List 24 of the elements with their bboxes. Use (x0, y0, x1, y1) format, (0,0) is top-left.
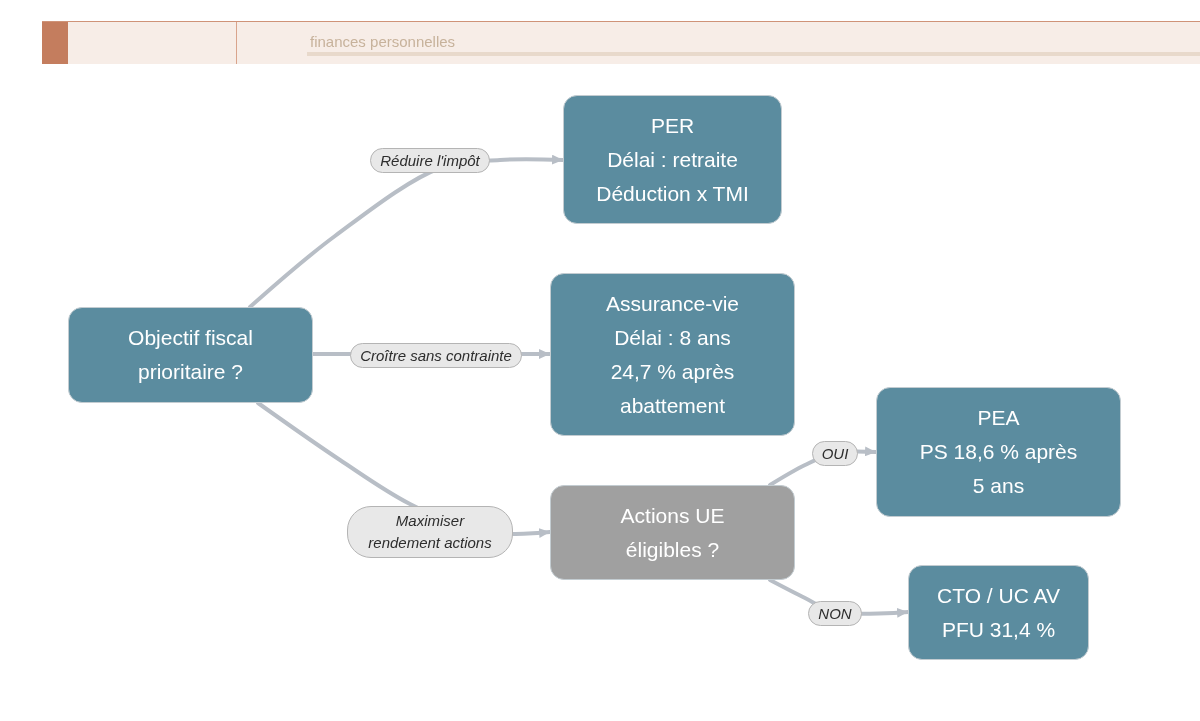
box-text: 24,7 % après abattement (609, 358, 736, 419)
box-title: Assurance-vie (605, 290, 740, 317)
box-text: Délai : 8 ans (614, 324, 731, 351)
result-box (550, 273, 795, 436)
box-title: CTO / UC AV (937, 582, 1060, 609)
box-text: Objectif fiscal prioritaire ? (127, 325, 254, 385)
box-text: Actions UE éligibles ? (619, 502, 726, 563)
edge-label: Maximiser rendement actions (347, 506, 513, 558)
result-box (563, 95, 782, 224)
tagline: finances personnelles (310, 33, 456, 50)
decision-box (550, 485, 795, 580)
box-text: Déduction x TMI (596, 180, 749, 207)
edge-label: Réduire l'impôt (370, 147, 490, 173)
box-text: Délai : retraite (607, 146, 738, 173)
box-text: PFU 31,4 % (941, 616, 1056, 643)
result-box (876, 387, 1121, 517)
question-box (68, 307, 313, 403)
box-title: PEA (977, 405, 1020, 431)
edge-label: OUI (811, 440, 859, 466)
edge-label: Croître sans contrainte (350, 342, 522, 368)
edge-label: NON (808, 600, 862, 626)
result-box (908, 565, 1089, 660)
box-text: PS 18,6 % après 5 ans (918, 439, 1079, 499)
box-title: PER (650, 112, 695, 139)
